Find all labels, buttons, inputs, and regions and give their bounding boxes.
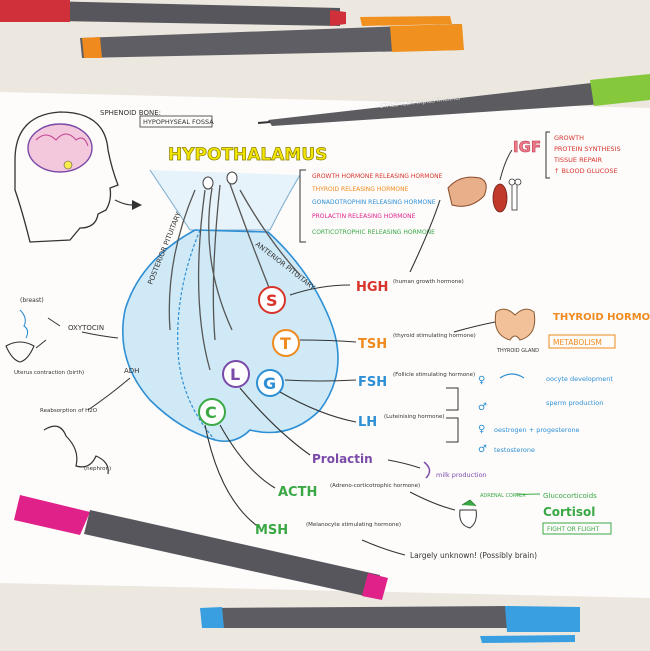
- pink-pen: [14, 495, 388, 600]
- bone-icon: [508, 178, 522, 211]
- reabsorption-label: Reabsorption of H2O: [40, 408, 98, 414]
- cortisol: Cortisol: [543, 505, 595, 519]
- hormone-tsh-full: (thyroid stimulating hormone): [393, 333, 476, 339]
- hypothalamus-stalk: [149, 169, 301, 231]
- hormone-prolactin: Prolactin: [312, 452, 373, 466]
- cell-G: G: [256, 369, 284, 397]
- brain-icon: [27, 123, 93, 173]
- pituitary-gland: [122, 229, 339, 443]
- cell-T: T: [272, 329, 300, 357]
- igf-effect-growth: GROWTH: [554, 134, 584, 142]
- breast-label: (breast): [20, 297, 44, 304]
- hormone-lh-full: (Luteinising hormone): [384, 414, 445, 420]
- hormone-msh-full: (Melanocyte stimulating hormone): [306, 522, 401, 528]
- rh-corticotrophic: CORTICOTROPHIC RELEASING HORMONE: [312, 229, 435, 236]
- svg-text:T: T: [280, 334, 291, 353]
- hormone-acth-full: (Adreno-corticotrophic hormone): [330, 483, 420, 489]
- hormone-acth: ACTH: [278, 485, 317, 500]
- rh-thyroid: THYROID RELEASING HORMONE: [311, 186, 409, 193]
- male-symbol-lh: ♂: [478, 444, 487, 455]
- blue-pen: [200, 606, 580, 643]
- fsh-male-effect: sperm production: [546, 399, 603, 407]
- thyroid-hormones-title: THYROID HORMONES: [553, 312, 650, 323]
- msh-effect: Largely unknown! (Possibly brain): [410, 551, 537, 560]
- adrenal-cortex-label: ADRENAL CORTEX: [480, 493, 526, 499]
- hormone-hgh-full: (human growth hormone): [393, 279, 464, 285]
- fight-or-flight: FIGHT OR FLIGHT: [547, 526, 599, 533]
- svg-text:L: L: [230, 365, 240, 384]
- rh-growth: GROWTH HORMONE RELEASING HORMONE: [312, 173, 443, 180]
- uterus-icon: [499, 373, 525, 379]
- hormone-fsh-full: (Follicle stimulating hormone): [393, 372, 475, 378]
- releasing-hormone-list: GROWTH HORMONE RELEASING HORMONE THYROID…: [299, 169, 443, 243]
- svg-text:S: S: [266, 291, 278, 310]
- svg-text:G: G: [263, 374, 276, 393]
- adh-label: ADH: [124, 367, 139, 375]
- female-symbol: ♀: [478, 375, 485, 386]
- gland-arrows: [168, 183, 301, 371]
- liver-icon: [447, 176, 487, 207]
- muscle-icon: [492, 183, 508, 213]
- red-pen: [0, 0, 346, 26]
- hormone-lh: LH: [358, 415, 377, 430]
- igf-label: IGF: [513, 138, 541, 156]
- cell-C: C: [198, 398, 226, 426]
- orange-pen: [80, 16, 464, 58]
- thyroid-effect: METABOLISM: [553, 338, 602, 347]
- rh-prolactin: PROLACTIN RELEASING HORMONE: [312, 213, 416, 220]
- head-illustration: [14, 111, 142, 243]
- breast-milk-icon: [423, 461, 431, 479]
- nephron-label: (nephron): [84, 466, 111, 472]
- igf-effect-glucose: ↑ BLOOD GLUCOSE: [554, 167, 618, 175]
- oxytocin-label: OXYTOCIN: [68, 324, 104, 332]
- fsh-female-effect: oocyte development: [546, 375, 613, 383]
- lh-female-effect: oestrogen + progesterone: [494, 426, 580, 434]
- female-symbol-lh: ♀: [478, 424, 485, 435]
- hormone-arrows: [204, 284, 357, 529]
- igf-effect-protein: PROTEIN SYNTHESIS: [554, 145, 621, 153]
- glucocorticoids: Glucocorticoids: [543, 492, 597, 500]
- igf-effect-repair: TISSUE REPAIR: [553, 156, 603, 164]
- cell-S: S: [258, 286, 286, 314]
- svg-text:C: C: [205, 403, 217, 422]
- hormone-msh: MSH: [255, 523, 288, 538]
- sphenoid-label: SPHENOID BONE:: [100, 109, 161, 117]
- hormone-hgh: HGH: [356, 280, 388, 295]
- breast-icon: [19, 309, 29, 339]
- title-hypothalamus: HYPOTHALAMUS: [168, 145, 327, 165]
- fossa-label: HYPOPHYSEAL FOSSA: [143, 118, 214, 126]
- kidney-adrenal-icon: [459, 499, 477, 529]
- thyroid-gland-label: THYROID GLAND: [496, 348, 539, 354]
- uterus-contraction-label: Uterus contraction (birth): [14, 370, 84, 376]
- milk-production: milk production: [436, 471, 487, 479]
- hormone-tsh: TSH: [358, 337, 387, 352]
- male-symbol: ♂: [478, 402, 487, 413]
- lh-male-effect: testosterone: [494, 446, 535, 454]
- rh-gonadotrophin: GONADOTROPHIN RELEASING HORMONE: [312, 199, 436, 206]
- cell-L: L: [222, 360, 250, 388]
- thyroid-gland-icon: [494, 308, 536, 341]
- uterus-contraction-icon: [5, 341, 35, 363]
- hormone-fsh: FSH: [358, 375, 387, 390]
- nephron-icon: [43, 425, 109, 475]
